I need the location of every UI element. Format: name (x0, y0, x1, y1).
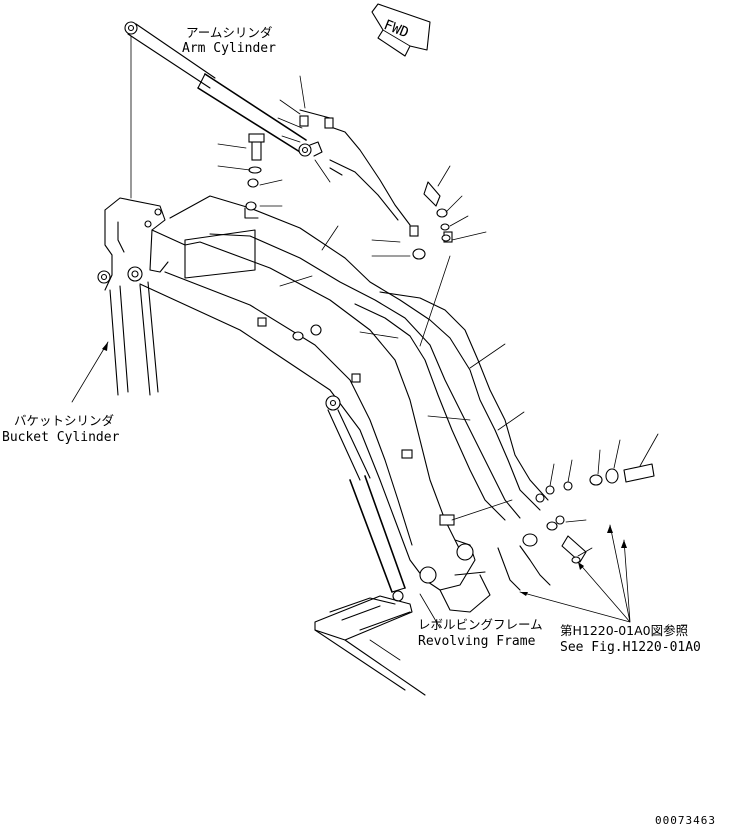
arm-cylinder (124, 21, 323, 157)
arm-structure (97, 197, 491, 613)
arm-cylinder-label-en: Arm Cylinder (182, 41, 276, 56)
see-fig-label-en: See Fig.H1220-01A0 (560, 640, 701, 655)
drawing-number: 00073463 (655, 814, 716, 827)
bucket-cylinder-label-en: Bucket Cylinder (2, 430, 120, 445)
revolving-frame-label-jp: レボルビングフレーム (418, 617, 543, 632)
hydraulic-hoses (169, 109, 549, 526)
arm-cylinder-label-jp: アームシリンダ (186, 25, 273, 40)
see-fig-label-jp: 第H1220-01A0図参照 (560, 623, 689, 638)
leader-lines (71, 75, 659, 629)
lower-fittings (497, 463, 655, 591)
revolving-frame (314, 595, 426, 696)
fwd-arrow (371, 3, 431, 57)
upper-fittings (245, 133, 451, 341)
bucket-cylinder-label-jp: バケットシリンダ (14, 413, 115, 428)
revolving-frame-label-en: Revolving Frame (418, 634, 536, 649)
